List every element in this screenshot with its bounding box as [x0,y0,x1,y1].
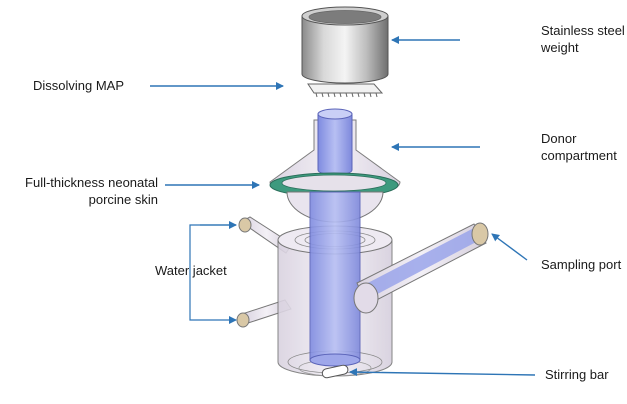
label-dissolving-map: Dissolving MAP [33,78,125,93]
label-water-jacket: Water jacket [155,263,227,278]
arrow-sampling-port [491,233,528,261]
porcine-skin-ring-icon [269,172,399,198]
label-donor-compartment: Donor compartment [541,131,617,163]
label-porcine-skin: Full-thickness neonatal porcine skin [25,175,158,207]
microneedle-patch-icon [307,83,384,98]
receptor-fluid-column-icon [309,191,361,367]
label-stirring-bar: Stirring bar [545,367,609,382]
steel-weight-icon [301,6,389,84]
label-stainless-steel-weight: Stainless steel weight [541,23,625,55]
sampling-port-icon [353,222,489,314]
stirring-bar-icon [321,364,349,379]
label-sampling-port: Sampling port [541,257,622,272]
arrow-stirring-bar [349,368,536,377]
